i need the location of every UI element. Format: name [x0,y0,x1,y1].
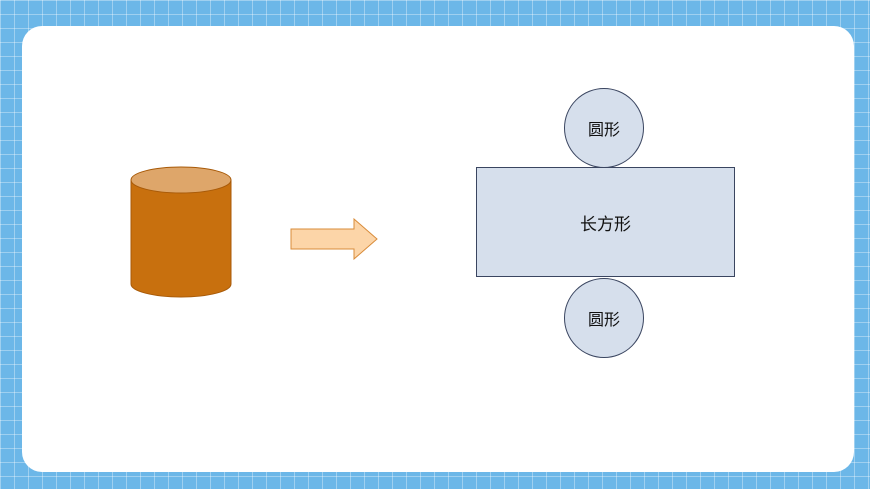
right-arrow-icon [290,218,378,260]
net-rectangle: 长方形 [476,167,735,277]
cylinder-top-face [130,166,232,194]
rectangle-label: 长方形 [580,214,631,235]
top-circle-label: 圆形 [587,120,620,139]
cylinder-shape [130,166,232,298]
bottom-circle-label: 圆形 [587,310,620,329]
cylinder-body [130,179,232,298]
net-bottom-circle: 圆形 [564,278,644,358]
net-top-circle: 圆形 [564,88,644,168]
